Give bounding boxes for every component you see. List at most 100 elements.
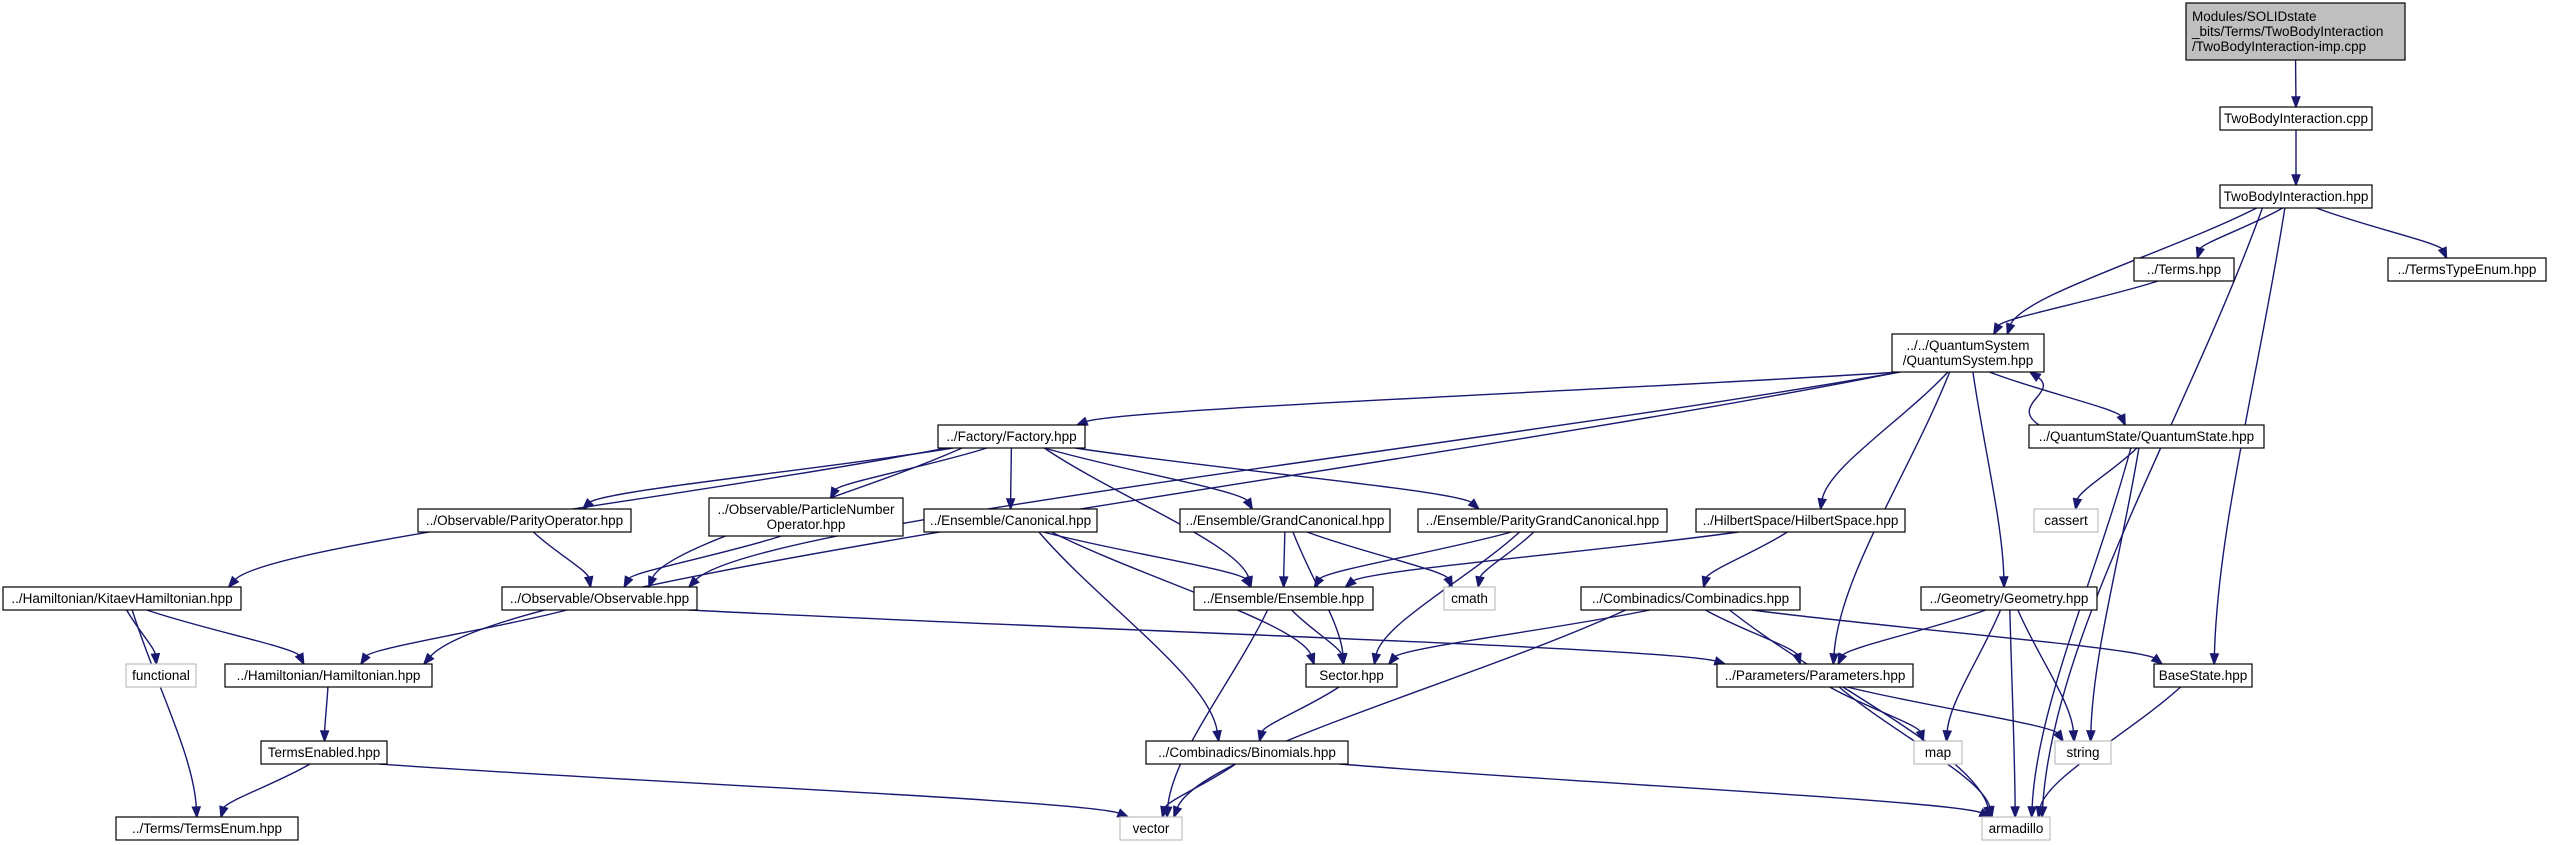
node-hamiltonian[interactable]: ../Hamiltonian/Hamiltonian.hpp [224,663,433,688]
arrow-head-icon [422,652,435,666]
edge-grand-canonical-to-ensemble [1278,531,1289,589]
edge-line [1044,447,1249,502]
arrow-head-icon [2291,96,2301,109]
edge-factory-to-particle-number [829,447,988,500]
node-terms-type-enum[interactable]: ../TermsTypeEnum.hpp [2387,257,2547,282]
edge-kitaev-to-functional [126,609,161,666]
edge-line [1751,609,2156,660]
edge-root-to-tbi-cpp [2291,59,2301,109]
edge-line [1261,686,1340,733]
node-quantum-state[interactable]: ../QuantumState/QuantumState.hpp [2028,424,2265,449]
edge-line [1729,609,1989,809]
node-box [2,586,242,611]
node-base-state[interactable]: BaseState.hpp [2153,663,2253,688]
arrow-head-icon [1313,575,1325,589]
node-box [2054,740,2112,765]
edge-line [146,609,301,657]
arrow-head-icon [1116,808,1130,818]
node-tbi-hpp[interactable]: TwoBodyInteraction.hpp [2219,184,2373,209]
arrow-head-icon [1985,805,1995,819]
edge-combinadics-to-parameters [1705,609,1802,666]
edge-line [1705,531,1788,579]
edge-line [1176,609,1627,809]
edge-binomials-to-vector [1160,763,1236,819]
edge-line [2009,609,2016,809]
node-map: map [1913,740,1963,765]
node-label: ../Observable/ParityOperator.hpp [426,513,623,528]
node-label: ../Terms.hpp [2147,262,2221,277]
arrow-head-icon [623,575,634,589]
edge-line [694,371,1901,581]
node-box [1193,586,1374,611]
node-quantum-system[interactable]: ../../QuantumSystem/QuantumSystem.hpp [1891,333,2045,373]
node-root[interactable]: Modules/SOLIDstate_bits/Terms/TwoBodyInt… [2185,2,2406,61]
node-label: cassert [2044,513,2088,528]
node-canonical[interactable]: ../Ensemble/Canonical.hpp [923,508,1098,533]
node-label: ../Factory/Factory.hpp [946,429,1076,444]
edge-kitaev-to-terms-enum [131,609,202,819]
arrow-head-icon [2027,806,2037,819]
node-terms-hpp[interactable]: ../Terms.hpp [2133,257,2235,282]
edge-factory-to-parity-operator [581,447,954,511]
node-armadillo: armadillo [1981,816,2051,841]
edge-quantum-system-to-quantum-state [1989,371,2126,427]
node-parity-grand-canonical[interactable]: ../Ensemble/ParityGrandCanonical.hpp [1417,508,1668,533]
edge-line [1946,609,2002,733]
node-box [1119,816,1183,841]
node-kitaev[interactable]: ../Hamiltonian/KitaevHamiltonian.hpp [2,586,242,611]
node-box [1920,586,2098,611]
node-box [1981,816,2051,841]
edge-line [365,609,568,657]
node-ensemble[interactable]: ../Ensemble/Ensemble.hpp [1193,586,1374,611]
edge-quantum-system-to-hamiltonian [422,371,1901,666]
arrow-head-icon [583,575,594,589]
node-box [923,508,1098,533]
edge-line [2076,447,2138,501]
node-label: ../Ensemble/GrandCanonical.hpp [1186,513,1385,528]
edge-quantum-state-to-armadillo [2027,447,2132,819]
node-observable[interactable]: ../Observable/Observable.hpp [501,586,698,611]
node-box [1913,740,1963,765]
node-geometry[interactable]: ../Geometry/Geometry.hpp [1920,586,2098,611]
arrow-head-icon [581,498,594,511]
node-cmath: cmath [1443,586,1496,611]
node-terms-enum[interactable]: ../Terms/TermsEnum.hpp [115,816,299,841]
node-binomials[interactable]: ../Combinadics/Binomials.hpp [1145,740,1349,765]
node-parameters[interactable]: ../Parameters/Parameters.hpp [1716,663,1914,688]
edge-line [1283,531,1286,579]
node-box [125,663,197,688]
arrow-head-icon [2150,653,2164,666]
edge-grand-canonical-to-cmath [1306,531,1453,589]
node-box [937,424,1086,449]
node-tbi-cpp[interactable]: TwoBodyInteraction.cpp [2219,106,2373,131]
arrow-head-icon [1475,575,1485,589]
node-terms-enabled[interactable]: TermsEnabled.hpp [260,740,388,765]
node-label: ../QuantumState/QuantumState.hpp [2039,429,2254,444]
arrow-head-icon [1336,652,1347,666]
node-hilbert-space[interactable]: ../HilbertSpace/HilbertSpace.hpp [1695,508,1906,533]
edge-line [1821,371,1949,501]
node-factory[interactable]: ../Factory/Factory.hpp [937,424,1086,449]
node-label: functional [132,668,190,683]
node-label: ../TermsTypeEnum.hpp [2398,262,2537,277]
node-box [2153,663,2253,688]
arrow-head-icon [687,575,700,589]
edge-particle-number-to-observable [623,535,782,589]
node-box [2033,508,2099,533]
node-sector[interactable]: Sector.hpp [1305,663,1398,688]
edge-terms-enabled-to-terms-enum [219,763,311,819]
edge-tbi-hpp-to-terms-hpp [2195,207,2283,260]
node-combinadics[interactable]: ../Combinadics/Combinadics.hpp [1580,586,1801,611]
arrow-head-icon [227,575,240,589]
edge-line [1043,447,1250,579]
node-grand-canonical[interactable]: ../Ensemble/GrandCanonical.hpp [1179,508,1391,533]
edge-quantum-system-to-geometry [1972,371,2009,589]
edge-terms-enabled-to-vector [378,763,1130,818]
node-label: ../Ensemble/Canonical.hpp [930,513,1091,528]
node-parity-operator[interactable]: ../Observable/ParityOperator.hpp [417,508,632,533]
arrow-head-icon [2068,729,2079,743]
node-box [501,586,698,611]
arrow-head-icon [1242,497,1254,511]
arrow-head-icon [2437,246,2448,260]
